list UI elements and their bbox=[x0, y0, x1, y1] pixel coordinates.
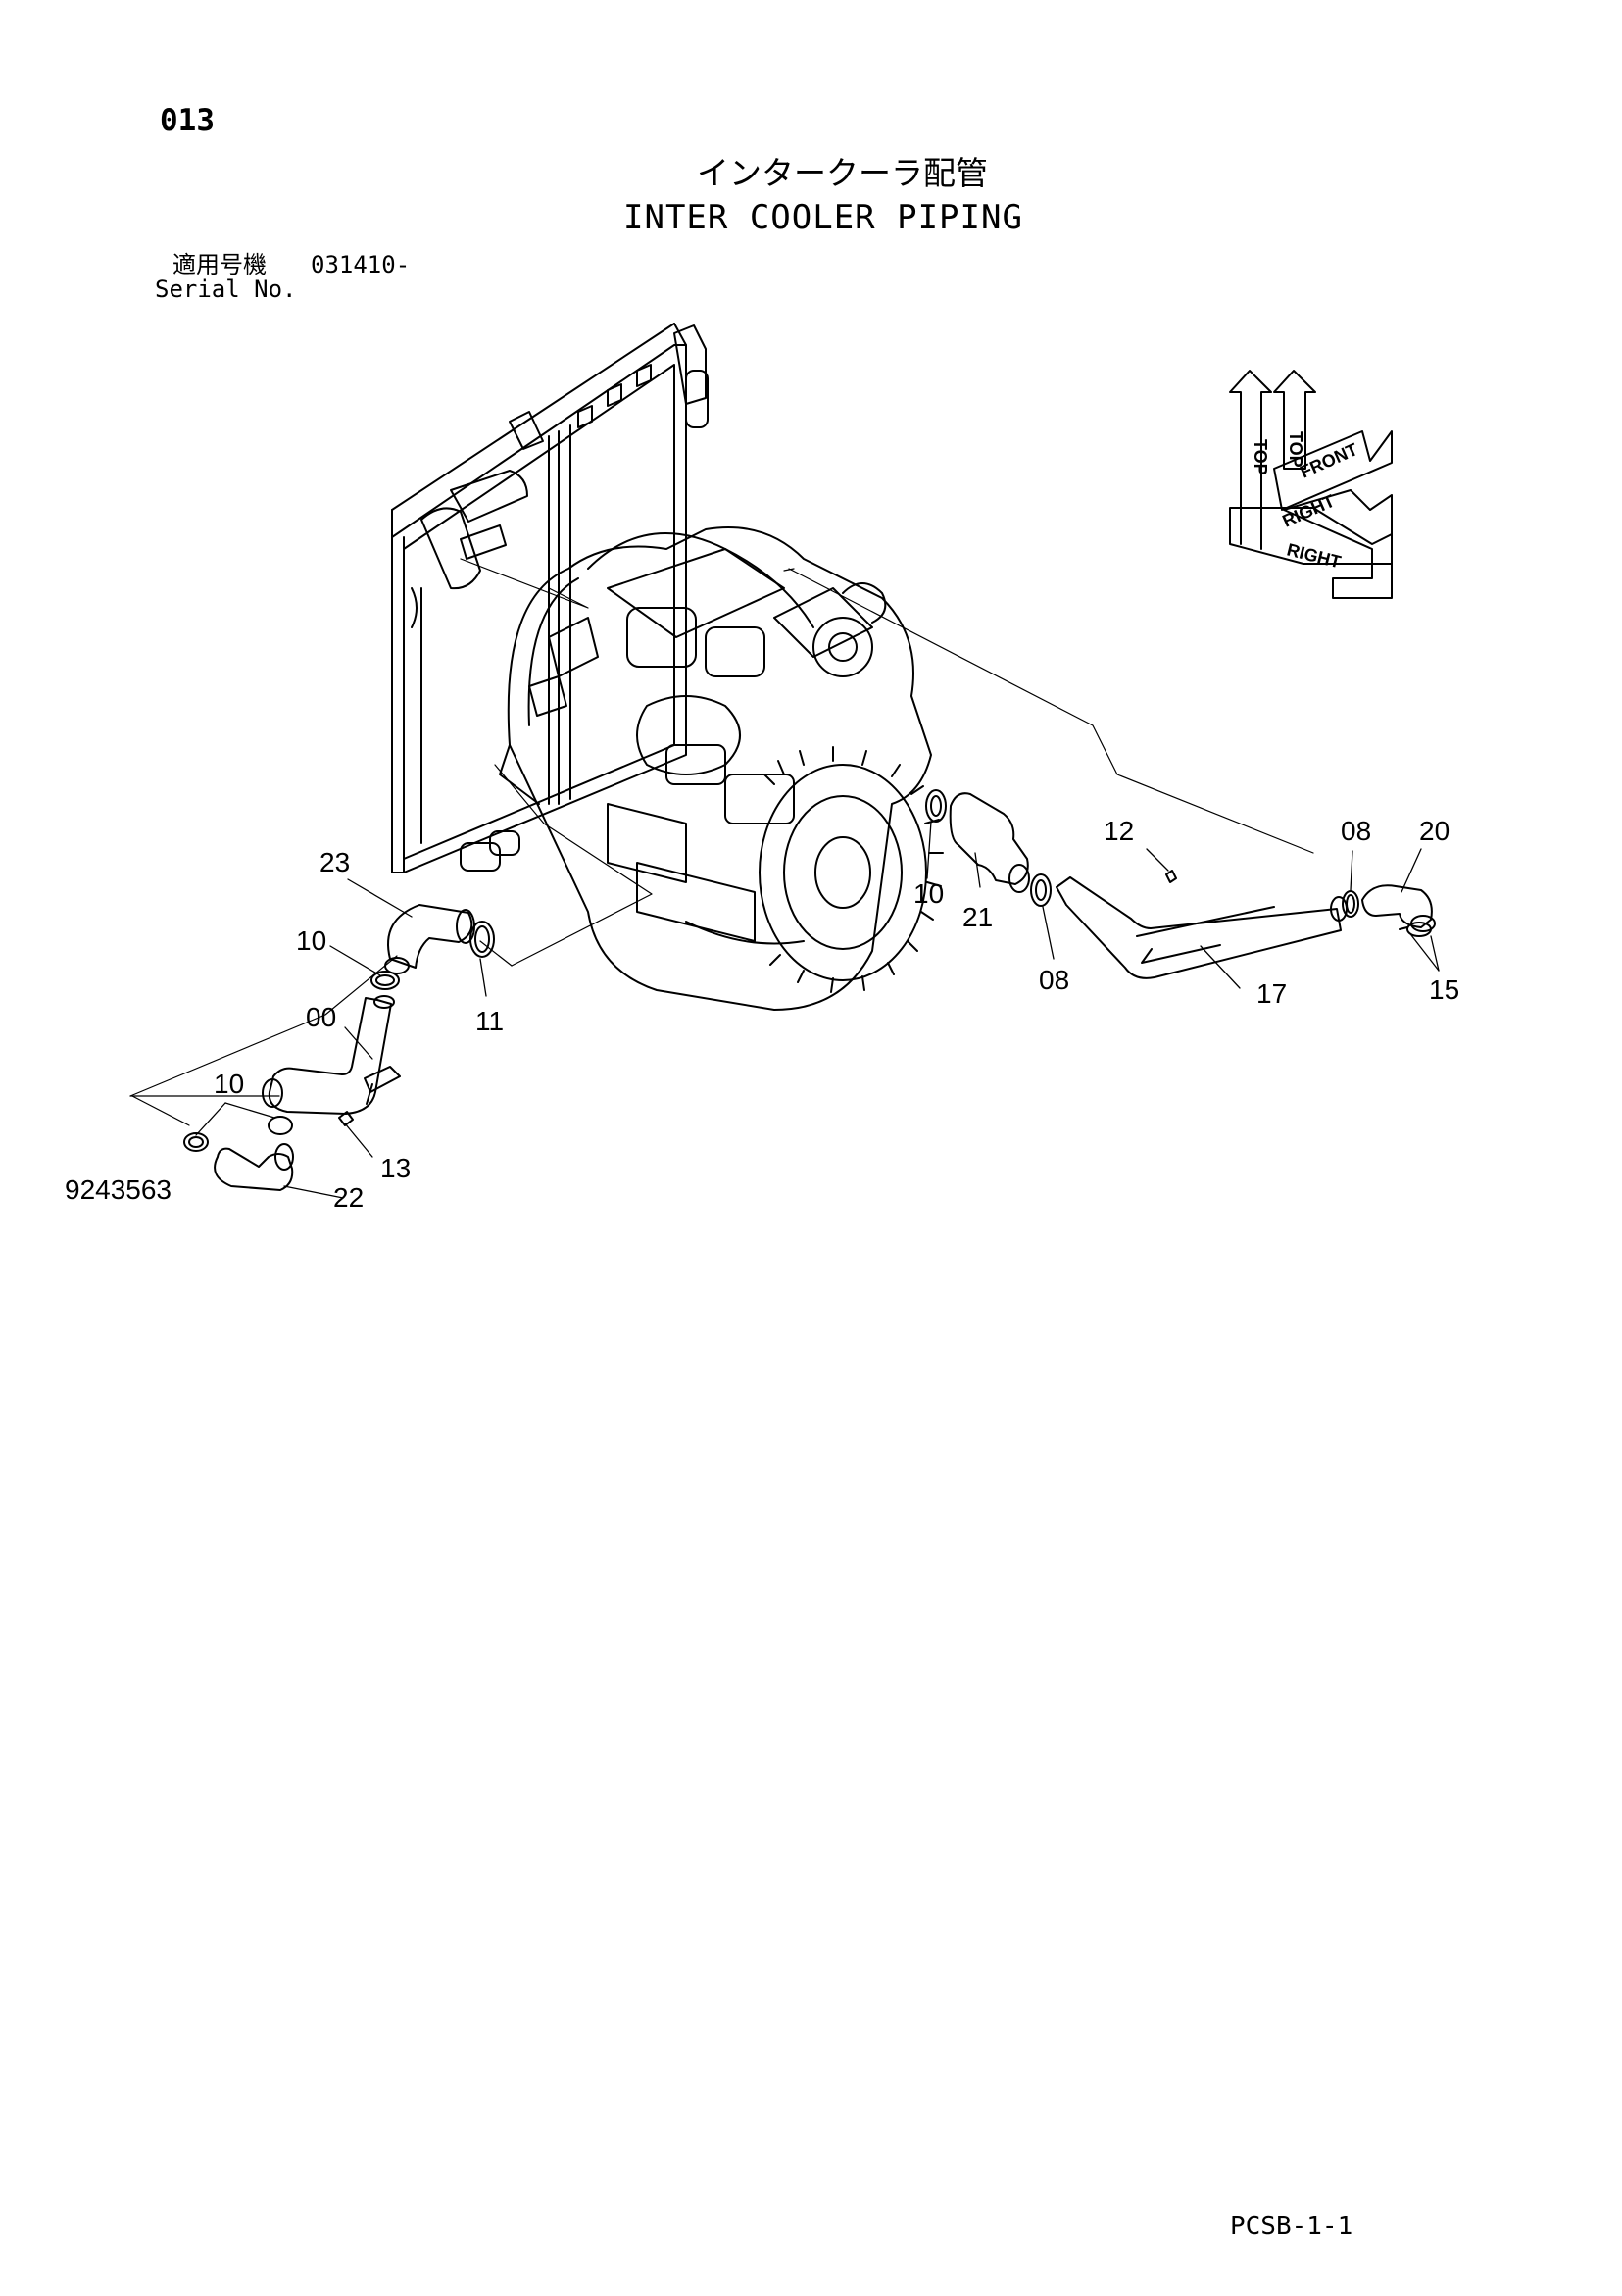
callout-10: 10 bbox=[913, 878, 945, 909]
serial-number-value: 031410- bbox=[311, 251, 411, 278]
pipe-00 bbox=[262, 995, 401, 1115]
callout-15: 15 bbox=[1429, 974, 1460, 1005]
callout-17: 17 bbox=[1256, 978, 1288, 1009]
callout-20: 20 bbox=[1419, 816, 1450, 846]
serial-label: Serial No. bbox=[155, 275, 297, 303]
callout-08: 08 bbox=[1039, 965, 1070, 995]
callout-08: 08 bbox=[1341, 816, 1372, 846]
bolt-13 bbox=[338, 1111, 354, 1126]
hose-22 bbox=[214, 1143, 294, 1191]
orientation-top-label: TOP bbox=[1251, 439, 1270, 475]
hose-21 bbox=[949, 792, 1030, 893]
orientation-labels: TOP TOP FRONT RIGHT RIGHT bbox=[1251, 431, 1360, 572]
clamp-08-right bbox=[1342, 890, 1359, 918]
clamp-15 bbox=[1399, 922, 1432, 937]
callout-12: 12 bbox=[1104, 816, 1135, 846]
callout-13: 13 bbox=[380, 1153, 412, 1183]
callout-leaders bbox=[195, 821, 1440, 1199]
callout-11: 11 bbox=[475, 1006, 505, 1036]
orientation-indicator-icon bbox=[1229, 370, 1393, 599]
page-title-japanese: インタークーラ配管 bbox=[697, 154, 988, 192]
orientation-right-label-2: RIGHT bbox=[1285, 539, 1343, 572]
engine-block bbox=[499, 526, 944, 1011]
orientation-right-label: RIGHT bbox=[1279, 491, 1337, 531]
callout-10: 10 bbox=[214, 1069, 245, 1099]
hose-20 bbox=[1361, 884, 1436, 932]
orientation-top-label-2: TOP bbox=[1286, 431, 1305, 468]
pipe-17 bbox=[1056, 876, 1348, 979]
drawing-number: 9243563 bbox=[65, 1174, 172, 1205]
radiator-core bbox=[391, 323, 709, 873]
page-title: INTER COOLER PIPING bbox=[623, 198, 1023, 237]
callout-22: 22 bbox=[333, 1182, 365, 1213]
serial-label-japanese: 適用号機 bbox=[172, 251, 267, 278]
page-number: 013 bbox=[160, 103, 215, 138]
leader-lines bbox=[129, 558, 1314, 1126]
clamp-10-upper bbox=[370, 971, 400, 990]
callout-10: 10 bbox=[296, 925, 327, 956]
page-code: PCSB-1-1 bbox=[1230, 2212, 1353, 2241]
bolt-12 bbox=[1165, 870, 1177, 883]
clamp-10-right bbox=[925, 789, 947, 823]
hose-23 bbox=[384, 904, 475, 974]
clamp-10-lower bbox=[183, 1116, 293, 1152]
callout-00: 00 bbox=[306, 1002, 337, 1032]
callout-23: 23 bbox=[319, 847, 351, 877]
clamp-11 bbox=[469, 921, 495, 958]
clamp-08-middle bbox=[1030, 873, 1052, 907]
callout-21: 21 bbox=[962, 902, 994, 932]
